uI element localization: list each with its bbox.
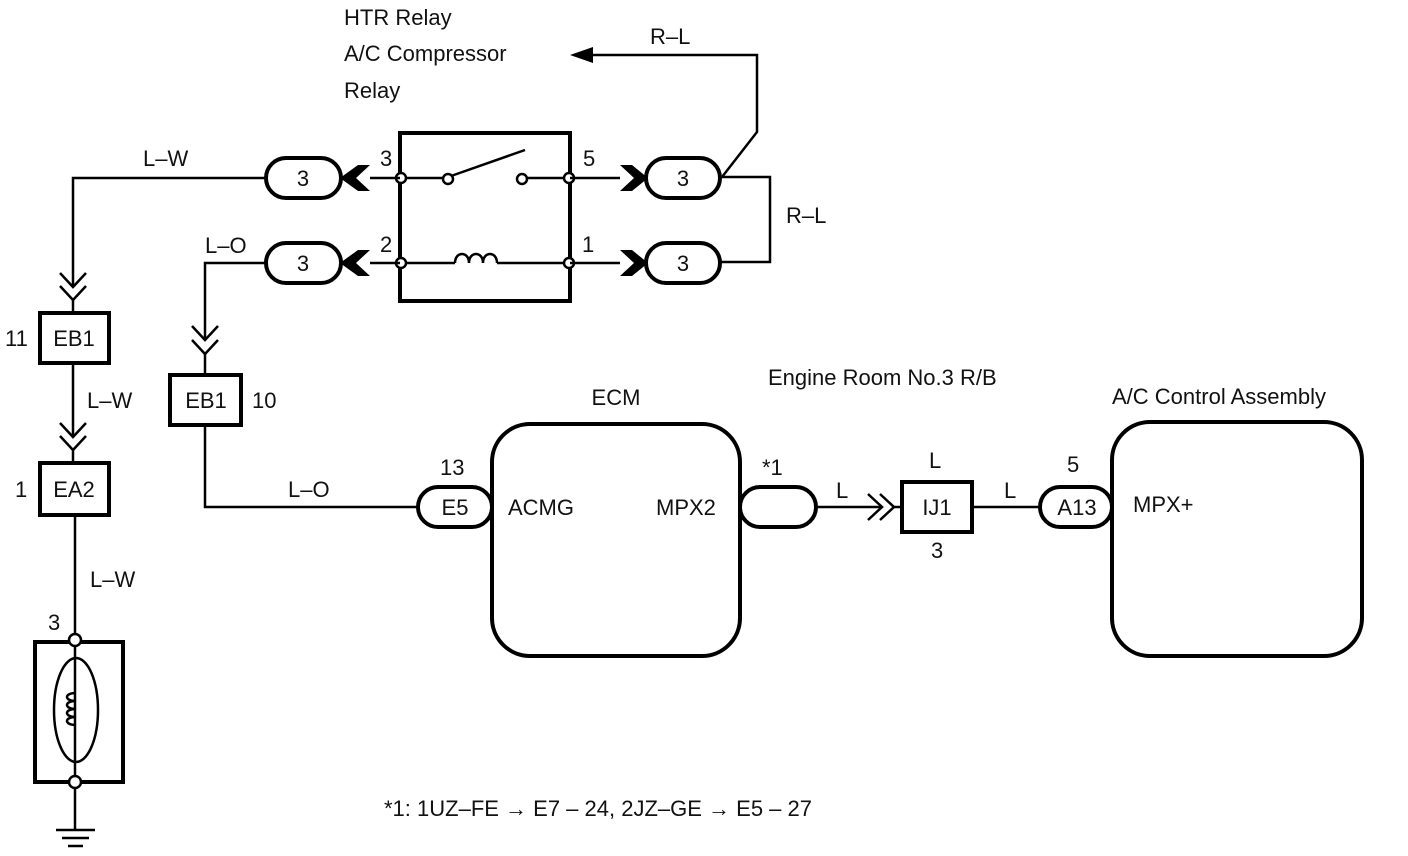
- svg-text:EB1: EB1: [53, 326, 95, 351]
- connector-e5: E5 13: [416, 455, 494, 529]
- wire-rl-top: R–L: [570, 24, 759, 178]
- connector-eb1-right: EB1 10: [168, 373, 276, 427]
- svg-text:A13: A13: [1057, 495, 1096, 520]
- relay-title-line3: Relay: [344, 78, 400, 103]
- e5-pin: 13: [440, 455, 464, 480]
- ij1-label: IJ1: [922, 495, 951, 520]
- relay-box: [398, 131, 572, 303]
- ecm-box: [490, 422, 742, 658]
- wire-lw-top: L–W: [59, 146, 266, 313]
- svg-text:E5: E5: [442, 495, 469, 520]
- relay-connector-1-right: 3: [644, 241, 722, 285]
- relay-pin-5: 5: [583, 146, 595, 171]
- ecm-title: ECM: [592, 385, 641, 410]
- a13-pin: 5: [1067, 452, 1079, 477]
- wire-label-lw-mid: L–W: [87, 388, 132, 413]
- svg-text:EA2: EA2: [53, 477, 95, 502]
- relay: 3 5 2 1: [380, 131, 595, 303]
- solenoid-coil-icon: [52, 656, 100, 764]
- svg-text:3: 3: [677, 166, 689, 191]
- ground-icon: [56, 788, 95, 848]
- wire-label-rl-top: R–L: [650, 24, 690, 49]
- wire-lw-low: L–W: [73, 515, 135, 636]
- ecm: ECM ACMG MPX2: [490, 385, 742, 658]
- wire-l-ij: L: [972, 478, 1040, 509]
- relay-pin-1: 1: [582, 232, 594, 257]
- wire-rl-side: R–L: [718, 175, 826, 264]
- relay-coil-icon: [400, 252, 570, 265]
- wire-l-ecm: L: [816, 478, 902, 521]
- engine-room-rb: Engine Room No.3 R/B IJ1 L 3: [768, 365, 997, 563]
- relay-title-line2: A/C Compressor: [344, 41, 507, 66]
- svg-text:3: 3: [677, 251, 689, 276]
- wire-label-lo-top: L–O: [205, 233, 247, 258]
- svg-text:3: 3: [297, 166, 309, 191]
- ij1-pin-top: L: [929, 448, 941, 473]
- eb1-right-pin: 10: [252, 388, 276, 413]
- svg-text:3: 3: [297, 251, 309, 276]
- component-pin: 3: [48, 610, 60, 635]
- connector-eb1-left: EB1 11: [5, 311, 111, 365]
- wire-lo-top: L–O: [191, 233, 266, 375]
- wire-label-lo-ecm: L–O: [288, 477, 330, 502]
- relay-connector-2-left: 3: [264, 241, 343, 285]
- relay-connector-3-left: 3: [264, 156, 343, 200]
- star1-label: *1: [762, 455, 783, 480]
- clutch-component: 3: [33, 610, 125, 790]
- relay-pin-2: 2: [380, 232, 392, 257]
- wire-label-lw-top: L–W: [143, 146, 188, 171]
- wire-lo-ecm: L–O: [203, 425, 418, 509]
- wire-label-l-ij: L: [1004, 478, 1016, 503]
- wire-label-l-ecm: L: [836, 478, 848, 503]
- ac-box: [1110, 420, 1364, 658]
- relay-pin-3: 3: [380, 146, 392, 171]
- footnote: *1: 1UZ–FE → E7 – 24, 2JZ–GE → E5 – 27: [384, 796, 812, 821]
- wire-label-rl-side: R–L: [786, 203, 826, 228]
- ecm-mpx2: MPX2: [656, 495, 716, 520]
- ecm-acmg: ACMG: [508, 495, 574, 520]
- component-box: [33, 640, 125, 784]
- wire-label-lw-low: L–W: [90, 567, 135, 592]
- ea2-pin: 1: [15, 477, 27, 502]
- rb-title: Engine Room No.3 R/B: [768, 365, 997, 390]
- connector-star1: *1: [738, 455, 818, 529]
- ac-control-assembly: A/C Control Assembly MPX+: [1110, 384, 1364, 658]
- connector-ea2: EA2 1: [15, 461, 111, 517]
- ac-title: A/C Control Assembly: [1112, 384, 1326, 409]
- svg-text:EB1: EB1: [185, 388, 227, 413]
- eb1-left-pin: 11: [5, 326, 28, 351]
- arrow-left-icon: [570, 47, 593, 63]
- relay-connector-5-right: 3: [644, 156, 722, 200]
- connector-a13: A13 5: [1038, 452, 1114, 529]
- ac-mpx-plus: MPX+: [1133, 492, 1194, 517]
- connector-chevrons: [340, 165, 648, 276]
- relay-title-line1: HTR Relay: [344, 5, 452, 30]
- wire-lw-mid: L–W: [59, 363, 132, 463]
- ij1-pin-bottom: 3: [931, 538, 943, 563]
